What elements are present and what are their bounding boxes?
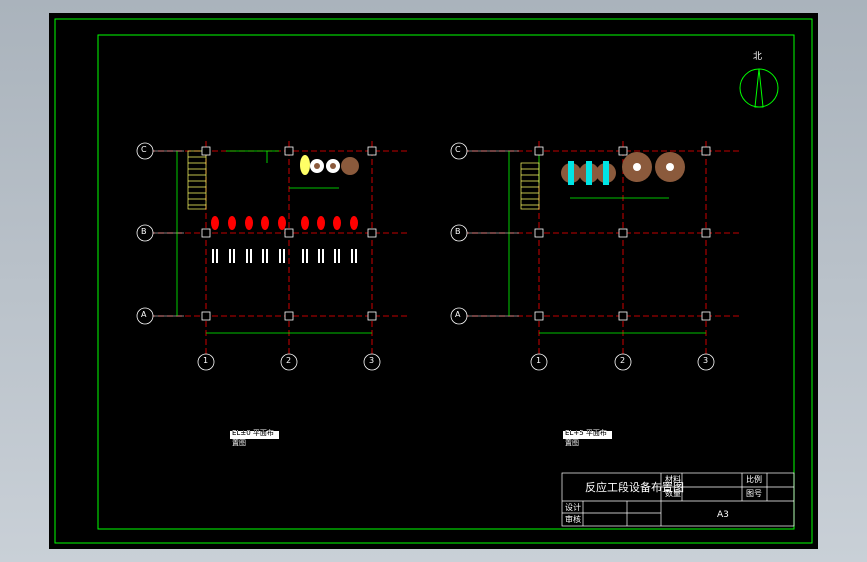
axis-label-col-1-right: 1 (536, 356, 542, 365)
drawing-sheet: C B A 1 2 3 C B A 1 2 3 北 EL±0 平面布置图 EL+… (49, 13, 818, 549)
inner-frame (97, 34, 795, 530)
plan-right (450, 141, 739, 371)
axis-label-row-c-left: C (141, 145, 147, 154)
stair-icon (187, 150, 207, 210)
outer-frame (54, 18, 813, 544)
scale-label: 比例 (746, 475, 762, 484)
plan-right-caption: EL+5 平面布置图 (563, 429, 612, 447)
north-arrow-icon (739, 68, 779, 108)
plan-left (136, 141, 409, 371)
axis-label-row-a-right: A (455, 310, 461, 319)
cad-drawing (54, 18, 813, 544)
stair-icon (520, 162, 540, 210)
axis-label-col-3-right: 3 (703, 356, 709, 365)
tank-group-right (561, 152, 685, 185)
axis-label-col-1-left: 1 (203, 356, 209, 365)
drawing-code: A3 (717, 510, 729, 520)
material-label: 材料 (665, 475, 681, 484)
axis-label-row-b-left: B (141, 227, 147, 236)
tank-group-left (300, 155, 359, 175)
plan-left-caption: EL±0 平面布置图 (230, 429, 279, 447)
designer-label: 设计 (565, 503, 581, 512)
axis-label-col-2-left: 2 (286, 356, 292, 365)
axis-label-col-2-right: 2 (620, 356, 626, 365)
axis-label-row-b-right: B (455, 227, 461, 236)
axis-label-row-c-right: C (455, 145, 461, 154)
drawing-no-label: 图号 (746, 489, 762, 498)
drawing-title: 反应工段设备布置图 (585, 481, 684, 494)
axis-label-col-3-left: 3 (369, 356, 375, 365)
title-block (561, 472, 795, 527)
axis-label-row-a-left: A (141, 310, 147, 319)
quantity-label: 数量 (665, 489, 681, 498)
checker-label: 审核 (565, 515, 581, 524)
north-label: 北 (753, 52, 763, 62)
reactor-row-left (211, 216, 358, 230)
